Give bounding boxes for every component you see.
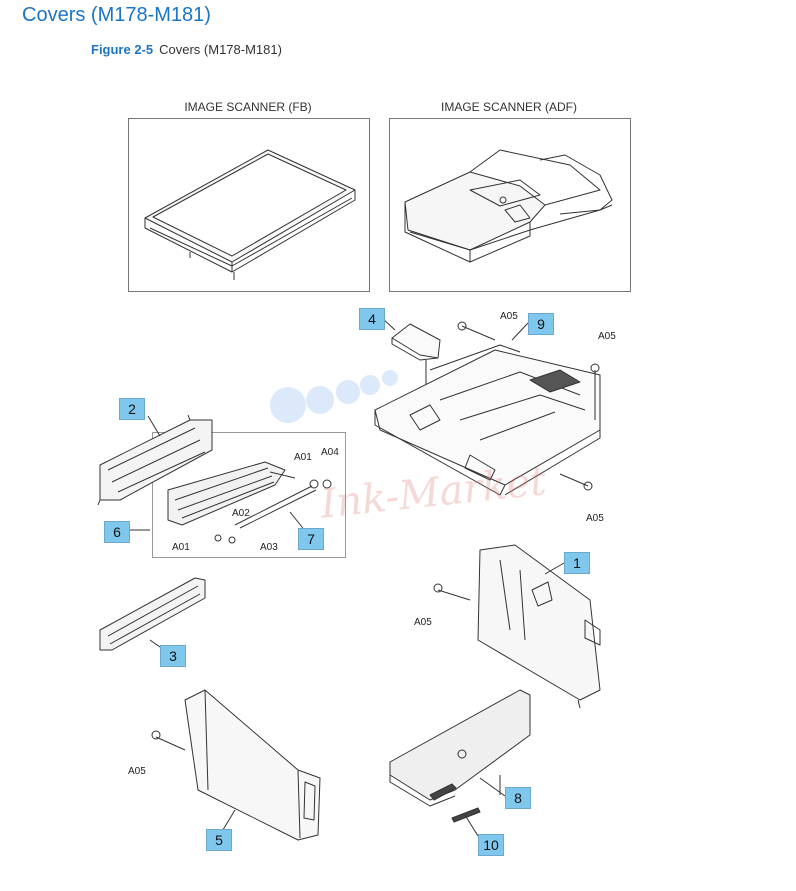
scanner-adf-title: IMAGE SCANNER (ADF) [440, 100, 577, 114]
screw-drawings [151, 321, 600, 751]
figure-caption: Figure 2-5 Covers (M178-M181) [91, 42, 282, 57]
callout-10: 10 [478, 834, 504, 856]
ref-a05-side-cover: A05 [414, 617, 432, 628]
ref-a05-lower-right: A05 [586, 513, 604, 524]
callout-1: 1 [564, 552, 590, 574]
callout-6: 6 [104, 521, 130, 543]
watermark-circles [270, 370, 398, 423]
ref-a02: A02 [232, 508, 250, 519]
part-8-drawing [389, 689, 531, 807]
callout-4: 4 [359, 308, 385, 330]
callout-2: 2 [119, 398, 145, 420]
adf-scanner-drawing [404, 149, 613, 263]
ref-a01-top: A01 [294, 452, 312, 463]
part-10-drawing [451, 807, 481, 837]
ref-a01-bottom: A01 [172, 542, 190, 553]
callout-8: 8 [505, 787, 531, 809]
ref-a05-right: A05 [598, 331, 616, 342]
callout-7: 7 [298, 528, 324, 550]
ref-a03: A03 [260, 542, 278, 553]
part-5-drawing [184, 689, 321, 841]
part-7-drawing [214, 479, 332, 544]
ref-a05-top: A05 [500, 311, 518, 322]
part-6-drawing [167, 461, 296, 526]
part-1-drawing [477, 544, 601, 709]
figure-caption-text: Covers (M178-M181) [159, 42, 282, 57]
part-9-drawing [374, 344, 601, 496]
ref-a05-front-left: A05 [128, 766, 146, 777]
scanner-fb-title: IMAGE SCANNER (FB) [184, 100, 312, 114]
callout-9: 9 [528, 313, 554, 335]
page-title: Covers (M178-M181) [22, 4, 211, 26]
figure-number: Figure 2-5 [91, 42, 154, 57]
callout-3: 3 [160, 645, 186, 667]
callout-5: 5 [206, 829, 232, 851]
ref-a04: A04 [321, 447, 339, 458]
part-2-drawing [97, 414, 213, 506]
flatbed-scanner-drawing [144, 149, 356, 280]
part-3-drawing [99, 577, 206, 651]
